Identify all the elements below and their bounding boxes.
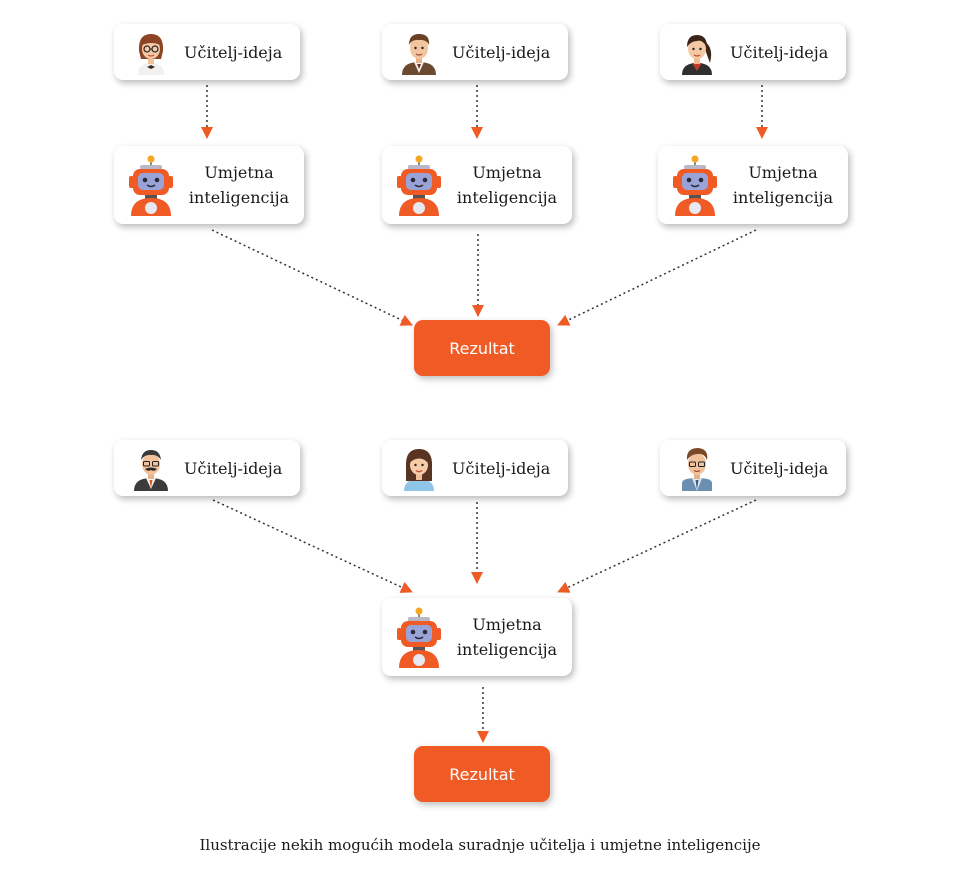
ai-label-line2: inteligencija: [732, 188, 834, 207]
teacher-label: Učitelj-ideja: [452, 42, 551, 62]
robot-icon: [673, 155, 717, 216]
ai-node-3: Umjetna inteligencija: [658, 146, 848, 224]
teacher-label: Učitelj-ideja: [184, 458, 283, 478]
woman-brown-hair-avatar-icon: [404, 449, 434, 491]
ai-node-1: Umjetna inteligencija: [114, 146, 304, 224]
figure-caption: Ilustracije nekih mogućih modela suradnj…: [199, 836, 761, 854]
teacher-node-6: Učitelj-ideja: [660, 440, 846, 496]
ai-label-line1: Umjetna: [748, 163, 818, 182]
teacher-label: Učitelj-ideja: [730, 458, 829, 478]
arrow-teacher6-to-ai: [557, 499, 757, 593]
man-suit-avatar-icon: [402, 34, 436, 75]
ai-node-4: Umjetna inteligencija: [382, 598, 572, 676]
man-glasses-vest-avatar-icon: [682, 448, 712, 491]
arrow-teacher4-to-ai: [212, 499, 413, 593]
ai-label-line1: Umjetna: [204, 163, 274, 182]
ai-label: Umjetna inteligencija: [184, 160, 294, 210]
teacher-node-4: Učitelj-ideja: [114, 440, 300, 496]
ai-label-line1: Umjetna: [472, 163, 542, 182]
ai-label-line1: Umjetna: [472, 615, 542, 634]
teacher-label: Učitelj-ideja: [730, 42, 829, 62]
ai-label-line2: inteligencija: [456, 188, 558, 207]
ai-label: Umjetna inteligencija: [728, 160, 838, 210]
arrow-ai3-to-result: [557, 229, 757, 326]
teacher-node-2: Učitelj-ideja: [382, 24, 568, 80]
robot-icon: [397, 155, 441, 216]
ai-label: Umjetna inteligencija: [452, 160, 562, 210]
robot-icon: [397, 607, 441, 668]
ai-label-line2: inteligencija: [188, 188, 290, 207]
teacher-label: Učitelj-ideja: [452, 458, 551, 478]
ai-node-2: Umjetna inteligencija: [382, 146, 572, 224]
woman-glasses-avatar-icon: [138, 34, 164, 75]
robot-icon: [129, 155, 173, 216]
teacher-node-1: Učitelj-ideja: [114, 24, 300, 80]
woman-ponytail-avatar-icon: [682, 35, 712, 75]
ai-label: Umjetna inteligencija: [452, 612, 562, 662]
result-node-1: Rezultat: [414, 320, 550, 376]
teacher-label: Učitelj-ideja: [184, 42, 283, 62]
older-man-mustache-avatar-icon: [134, 450, 168, 491]
arrow-ai1-to-result: [211, 229, 413, 326]
teacher-node-3: Učitelj-ideja: [660, 24, 846, 80]
ai-label-line2: inteligencija: [456, 640, 558, 659]
result-node-2: Rezultat: [414, 746, 550, 802]
teacher-node-5: Učitelj-ideja: [382, 440, 568, 496]
